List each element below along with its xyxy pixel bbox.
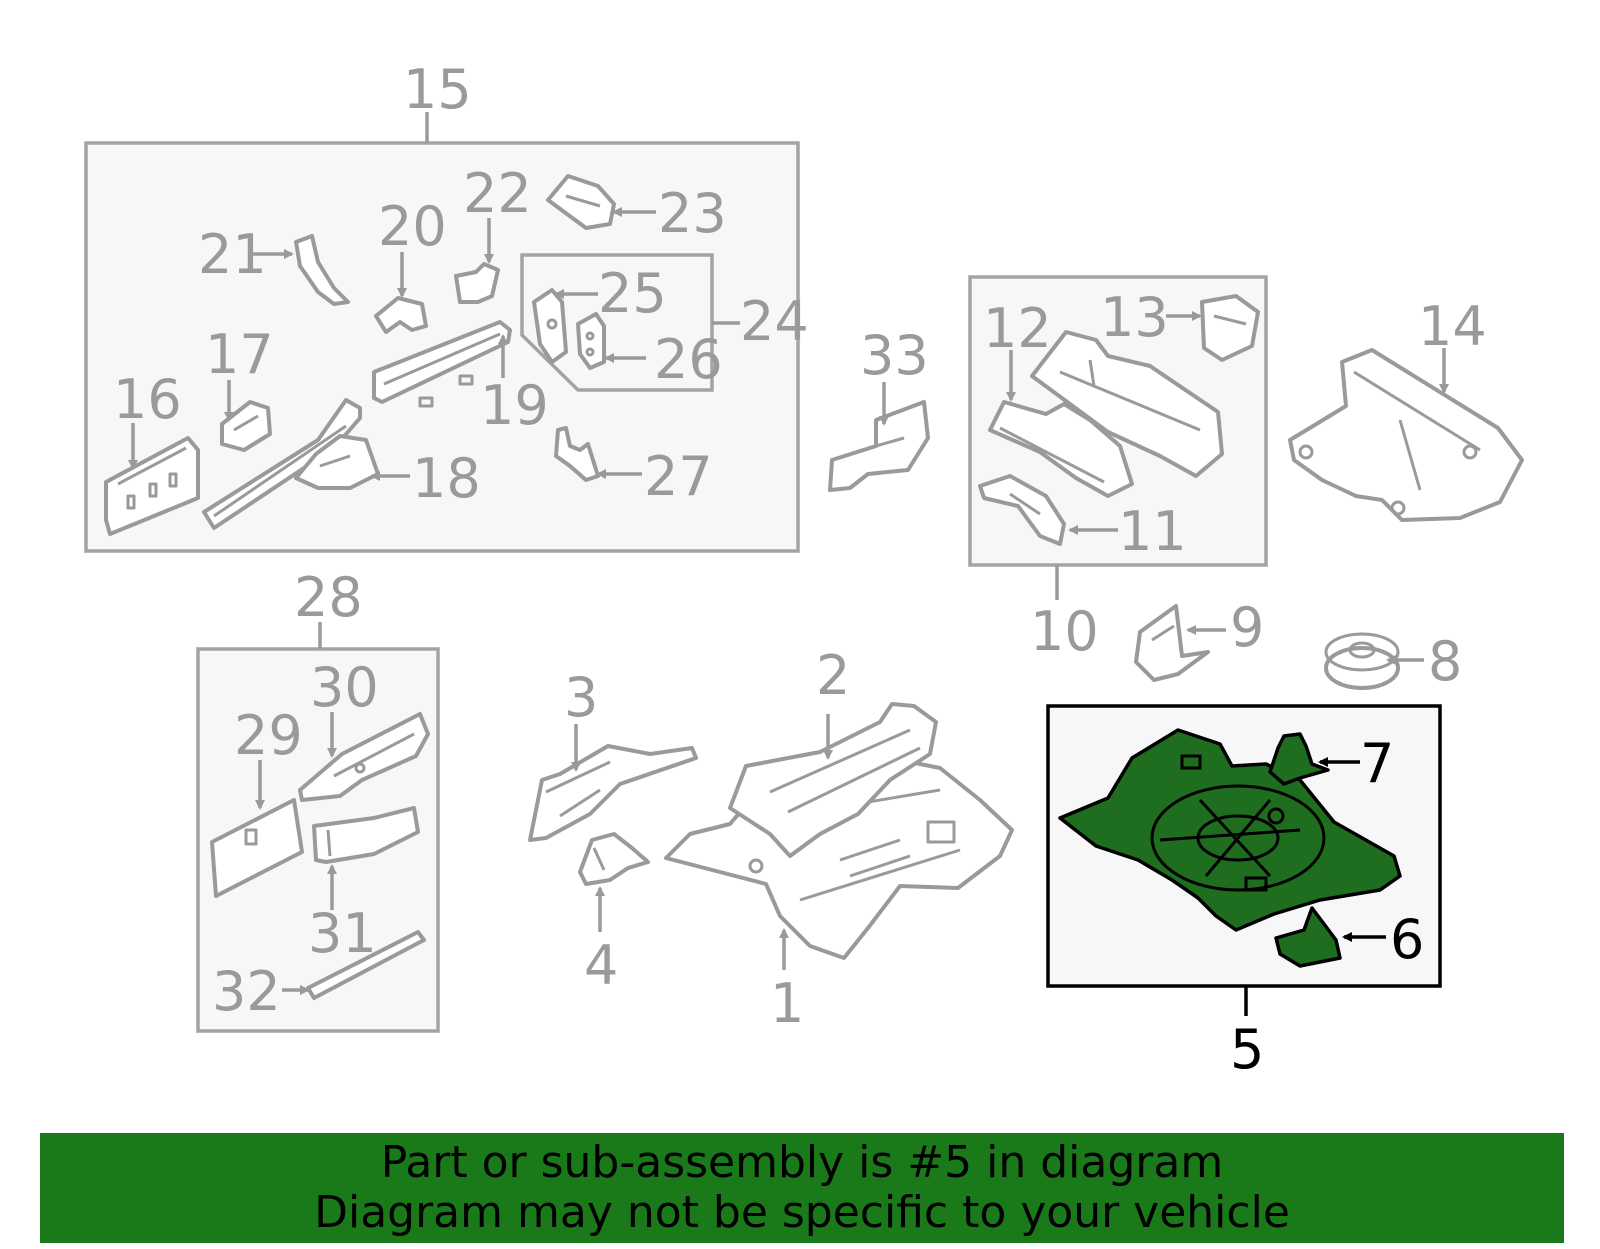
- part-5[interactable]: [1058, 728, 1402, 932]
- part-32[interactable]: [282, 930, 426, 1000]
- part-17[interactable]: [220, 380, 272, 452]
- callout-14[interactable]: 14: [1418, 295, 1487, 358]
- part-6[interactable]: [1274, 906, 1386, 968]
- part-16[interactable]: [104, 423, 200, 536]
- callout-23[interactable]: 23: [658, 182, 727, 245]
- part-27[interactable]: [554, 426, 642, 482]
- callout-4[interactable]: 4: [584, 934, 618, 997]
- callout-7[interactable]: 7: [1360, 732, 1394, 795]
- callout-16[interactable]: 16: [113, 368, 182, 431]
- part-26[interactable]: [576, 312, 646, 370]
- callout-28[interactable]: 28: [294, 566, 363, 629]
- callout-9[interactable]: 9: [1230, 596, 1264, 659]
- callout-32[interactable]: 32: [212, 960, 281, 1023]
- callout-1[interactable]: 1: [770, 972, 804, 1035]
- part-25[interactable]: [532, 288, 598, 364]
- part-21[interactable]: [252, 234, 350, 306]
- banner-line-1: Part or sub-assembly is #5 in diagram: [380, 1137, 1224, 1188]
- callout-2[interactable]: 2: [816, 644, 850, 707]
- callout-8[interactable]: 8: [1428, 630, 1462, 693]
- part-19[interactable]: [372, 320, 512, 408]
- part-8[interactable]: [1324, 632, 1424, 690]
- callout-21[interactable]: 21: [198, 223, 267, 286]
- callout-26[interactable]: 26: [654, 328, 723, 391]
- part-20[interactable]: [374, 252, 428, 334]
- callout-6[interactable]: 6: [1390, 908, 1424, 971]
- part-4[interactable]: [578, 832, 650, 932]
- callout-22[interactable]: 22: [463, 162, 532, 225]
- part-2[interactable]: [728, 702, 938, 858]
- callout-33[interactable]: 33: [860, 324, 929, 387]
- callout-27[interactable]: 27: [644, 445, 713, 508]
- part-3[interactable]: [528, 724, 698, 842]
- part-12[interactable]: [988, 350, 1134, 498]
- part-33[interactable]: [828, 382, 930, 492]
- part-14[interactable]: [1288, 348, 1524, 522]
- banner-line-2: Diagram may not be specific to your vehi…: [314, 1187, 1290, 1238]
- part-31[interactable]: [312, 806, 420, 910]
- info-banner: Part or sub-assembly is #5 in diagram Di…: [40, 1133, 1564, 1243]
- group-28: 28 29 30 31 32: [196, 566, 440, 1033]
- callout-17[interactable]: 17: [205, 323, 274, 386]
- group-10: 10 12 11 13: [968, 275, 1268, 663]
- part-10-panel: [1030, 330, 1224, 478]
- part-30[interactable]: [298, 712, 430, 802]
- callout-18[interactable]: 18: [412, 447, 481, 510]
- callout-20[interactable]: 20: [378, 195, 447, 258]
- part-13[interactable]: [1166, 294, 1260, 362]
- part-7[interactable]: [1268, 732, 1360, 786]
- callout-10[interactable]: 10: [1030, 600, 1099, 663]
- group-15: 15 24 16 17: [84, 58, 809, 553]
- part-22[interactable]: [454, 218, 500, 304]
- callout-25[interactable]: 25: [598, 262, 667, 325]
- callout-12[interactable]: 12: [983, 297, 1052, 360]
- callout-19[interactable]: 19: [480, 374, 549, 437]
- callout-15[interactable]: 15: [403, 58, 472, 121]
- part-29[interactable]: [210, 760, 304, 898]
- callout-5[interactable]: 5: [1230, 1018, 1264, 1081]
- callout-11[interactable]: 11: [1118, 500, 1187, 563]
- callout-24[interactable]: 24: [740, 290, 809, 353]
- part-23[interactable]: [546, 174, 656, 230]
- part-18[interactable]: [294, 434, 410, 490]
- group-5: 5 7 6: [1046, 704, 1442, 1081]
- callout-13[interactable]: 13: [1100, 286, 1169, 349]
- part-rail: [202, 398, 362, 530]
- group-24-box: [520, 253, 714, 392]
- part-11[interactable]: [978, 474, 1118, 546]
- callout-3[interactable]: 3: [564, 666, 598, 729]
- callout-31[interactable]: 31: [308, 902, 377, 965]
- callout-30[interactable]: 30: [310, 656, 379, 719]
- part-9[interactable]: [1134, 604, 1226, 682]
- callout-29[interactable]: 29: [234, 704, 303, 767]
